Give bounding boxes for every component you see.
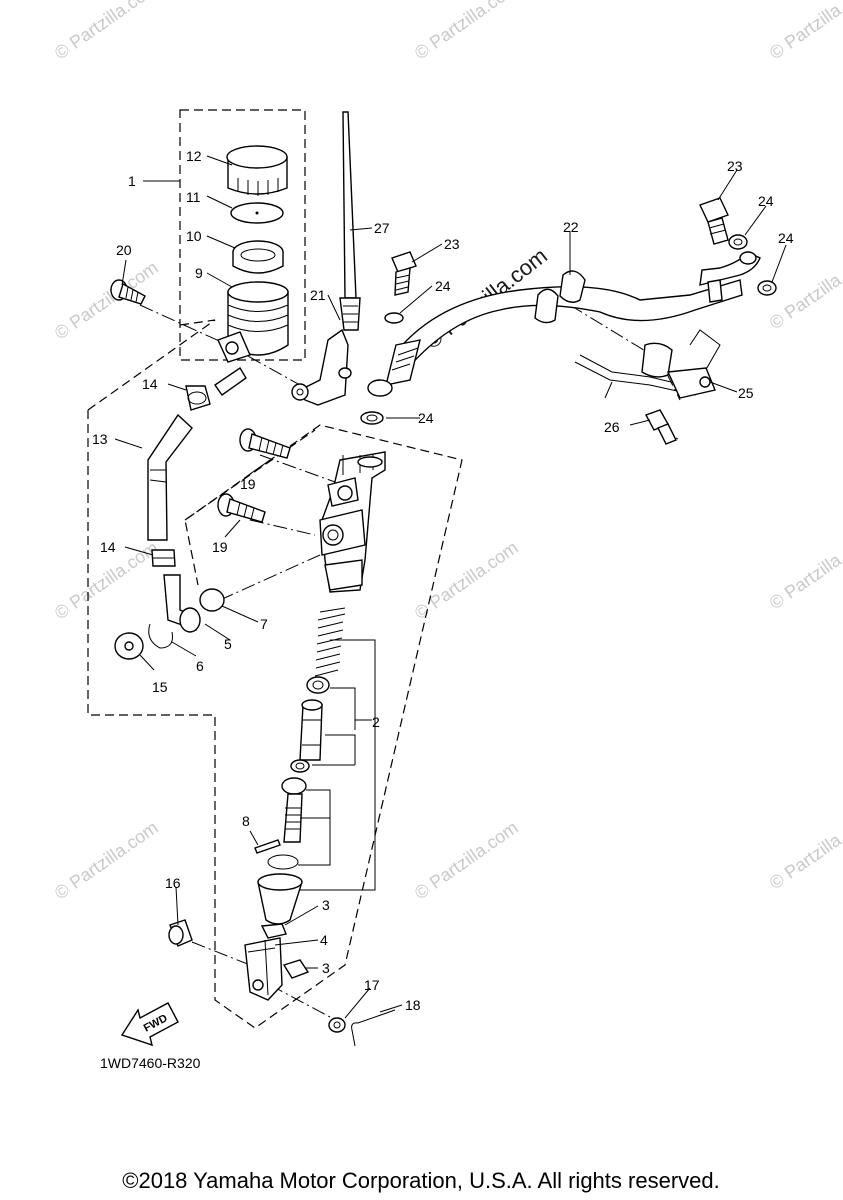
watermark: © Partzilla.com <box>766 527 843 613</box>
washer-24-center-lower <box>360 411 384 425</box>
piston-kit <box>267 676 330 870</box>
callout-7: 7 <box>260 616 268 632</box>
reservoir-cap <box>226 145 288 196</box>
callout-23: 23 <box>444 236 460 252</box>
callout-6: 6 <box>196 658 204 674</box>
washer-15 <box>114 632 144 660</box>
callout-26: 26 <box>604 419 620 435</box>
hose-joint <box>163 574 201 633</box>
center-line <box>259 454 336 483</box>
dust-boot <box>257 873 303 925</box>
callout-27: 27 <box>374 220 390 236</box>
diaphragm <box>232 240 284 274</box>
watermark: © Partzilla.com <box>766 0 843 63</box>
watermark: © Partzilla.com <box>51 817 162 903</box>
callout-25: 25 <box>738 385 754 401</box>
bolt-19-lower <box>217 493 266 523</box>
washer-24-right-1 <box>728 234 748 250</box>
fwd-arrow-icon: FWD <box>120 1002 179 1047</box>
nut-3-lower <box>282 959 310 979</box>
bolt-16 <box>168 919 193 947</box>
callout-24: 24 <box>778 230 794 246</box>
callout-2: 2 <box>372 714 380 730</box>
copyright-notice: ©2018 Yamaha Motor Corporation, U.S.A. A… <box>122 1168 719 1193</box>
callout-13: 13 <box>92 431 108 447</box>
callout-19: 19 <box>240 476 256 492</box>
callout-16: 16 <box>165 875 181 891</box>
washer-24-center-upper <box>384 312 404 324</box>
cable-tie <box>339 111 361 331</box>
callout-8: 8 <box>242 813 250 829</box>
callout-23: 23 <box>727 158 743 174</box>
bolt-19-upper <box>239 428 291 459</box>
o-ring <box>199 588 225 612</box>
washer-24-right-2 <box>757 280 777 296</box>
diaphragm-plate <box>230 202 284 224</box>
master-cylinder-assembly-outline <box>87 319 463 1029</box>
callout-17: 17 <box>364 977 380 993</box>
union-bolt-23-center <box>391 251 417 296</box>
master-cylinder-body <box>319 451 386 593</box>
callout-11: 11 <box>186 189 201 205</box>
bolt-26 <box>645 409 677 445</box>
center-lines <box>139 304 681 1026</box>
screw-20 <box>110 279 146 305</box>
callout-1: 1 <box>128 173 136 189</box>
hose-guide <box>574 329 721 399</box>
clevis <box>244 937 283 1001</box>
center-line <box>249 519 316 536</box>
callout-10: 10 <box>186 228 202 244</box>
callout-4: 4 <box>320 932 328 948</box>
callouts: 1 2 3 3 4 5 6 7 8 9 10 11 12 13 14 14 15… <box>92 148 794 1013</box>
reservoir-hose <box>147 413 193 541</box>
callout-14: 14 <box>100 539 116 555</box>
center-line <box>191 941 251 966</box>
callout-5: 5 <box>224 636 232 652</box>
callout-15: 15 <box>152 679 168 695</box>
watermark: © Partzilla.com <box>411 0 522 63</box>
bracket-21 <box>291 328 352 406</box>
washer-17 <box>328 1017 346 1033</box>
center-line <box>219 554 321 601</box>
leader-lines <box>114 155 787 1019</box>
inner-dash <box>184 429 316 521</box>
callout-12: 12 <box>186 148 202 164</box>
callout-24: 24 <box>758 193 774 209</box>
callout-24: 24 <box>418 410 434 426</box>
callout-22: 22 <box>563 219 579 235</box>
nut-3-upper <box>260 923 287 939</box>
cotter-pin <box>351 1009 396 1047</box>
callout-19: 19 <box>212 539 228 555</box>
hose-clamp-lower <box>151 549 176 567</box>
diagram-code: 1WD7460-R320 <box>100 1055 201 1071</box>
callout-3: 3 <box>322 960 330 976</box>
center-line <box>269 984 346 1026</box>
callout-14: 14 <box>142 376 158 392</box>
reservoir-body <box>214 281 289 396</box>
brake-hose <box>367 251 761 397</box>
circlip <box>148 623 173 649</box>
watermark: © Partzilla.com <box>51 257 162 343</box>
union-bolt-23-right <box>699 197 729 245</box>
callout-9: 9 <box>195 265 203 281</box>
watermark: © Partzilla.com <box>766 807 843 893</box>
pin-8 <box>254 839 281 854</box>
watermark: © Partzilla.com <box>766 247 843 333</box>
callout-20: 20 <box>116 242 132 258</box>
callout-3: 3 <box>322 897 330 913</box>
return-spring <box>314 607 346 677</box>
callout-21: 21 <box>310 287 326 303</box>
callout-24: 24 <box>435 278 451 294</box>
watermark: © Partzilla.com <box>411 817 522 903</box>
assembly-outlines <box>87 109 463 1029</box>
callout-18: 18 <box>405 997 421 1013</box>
watermark: © Partzilla.com <box>51 0 162 63</box>
hose-clamp-upper <box>185 385 211 411</box>
